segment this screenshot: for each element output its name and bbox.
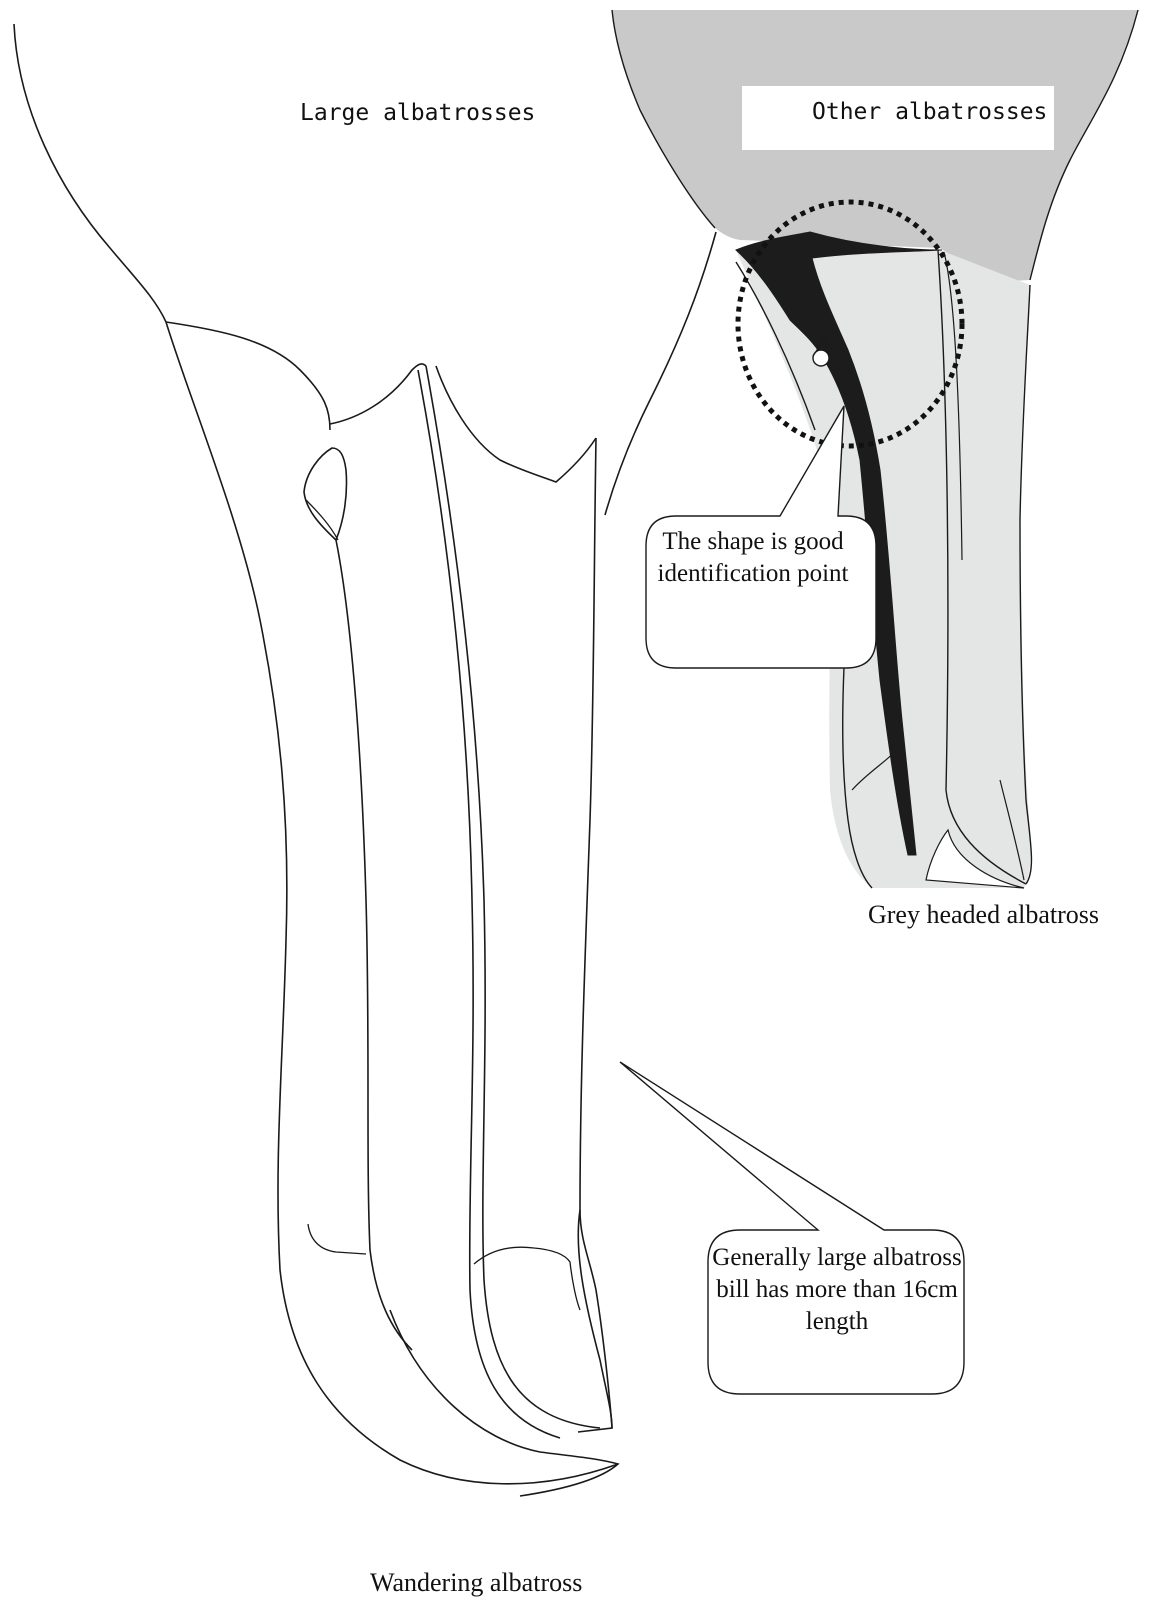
- wandering-bill-culmen-inner: [418, 370, 560, 1438]
- wandering-bill-base: [166, 322, 330, 430]
- other-albatrosses-label: Other albatrosses: [812, 99, 1047, 125]
- callout-bill-length-text: Generally large albatross bill has more …: [712, 1242, 962, 1338]
- wandering-bill-detail-left: [308, 1224, 366, 1254]
- wandering-albatross-bill: [166, 322, 618, 1496]
- large-albatrosses-label: Large albatrosses: [300, 100, 535, 126]
- wandering-bill-lower-mandible: [390, 1310, 618, 1496]
- wandering-bill-nostril: [304, 448, 347, 540]
- callout-length-outline: [620, 1062, 964, 1394]
- wandering-albatross-head: [14, 24, 716, 515]
- wandering-bill-culmen-right: [580, 438, 612, 1428]
- callout-shape-text: The shape is good identification point: [648, 526, 858, 590]
- wandering-neck-outline: [605, 232, 716, 515]
- wandering-head-outline: [14, 24, 166, 322]
- wandering-bill-culmen-outer: [426, 366, 600, 1428]
- wandering-albatross-label: Wandering albatross: [370, 1568, 582, 1598]
- wandering-bill-outline-left: [166, 322, 618, 1484]
- callout-length-bubble: [620, 1062, 964, 1394]
- wandering-bill-detail-right: [474, 1247, 580, 1310]
- wandering-bill-latericorn: [336, 540, 412, 1350]
- grey-headed-albatross-label: Grey headed albatross: [868, 900, 1099, 930]
- wandering-bill-base-upper: [330, 364, 426, 424]
- wandering-bill-hook: [578, 1210, 612, 1432]
- wandering-bill-culmen-top: [436, 366, 596, 482]
